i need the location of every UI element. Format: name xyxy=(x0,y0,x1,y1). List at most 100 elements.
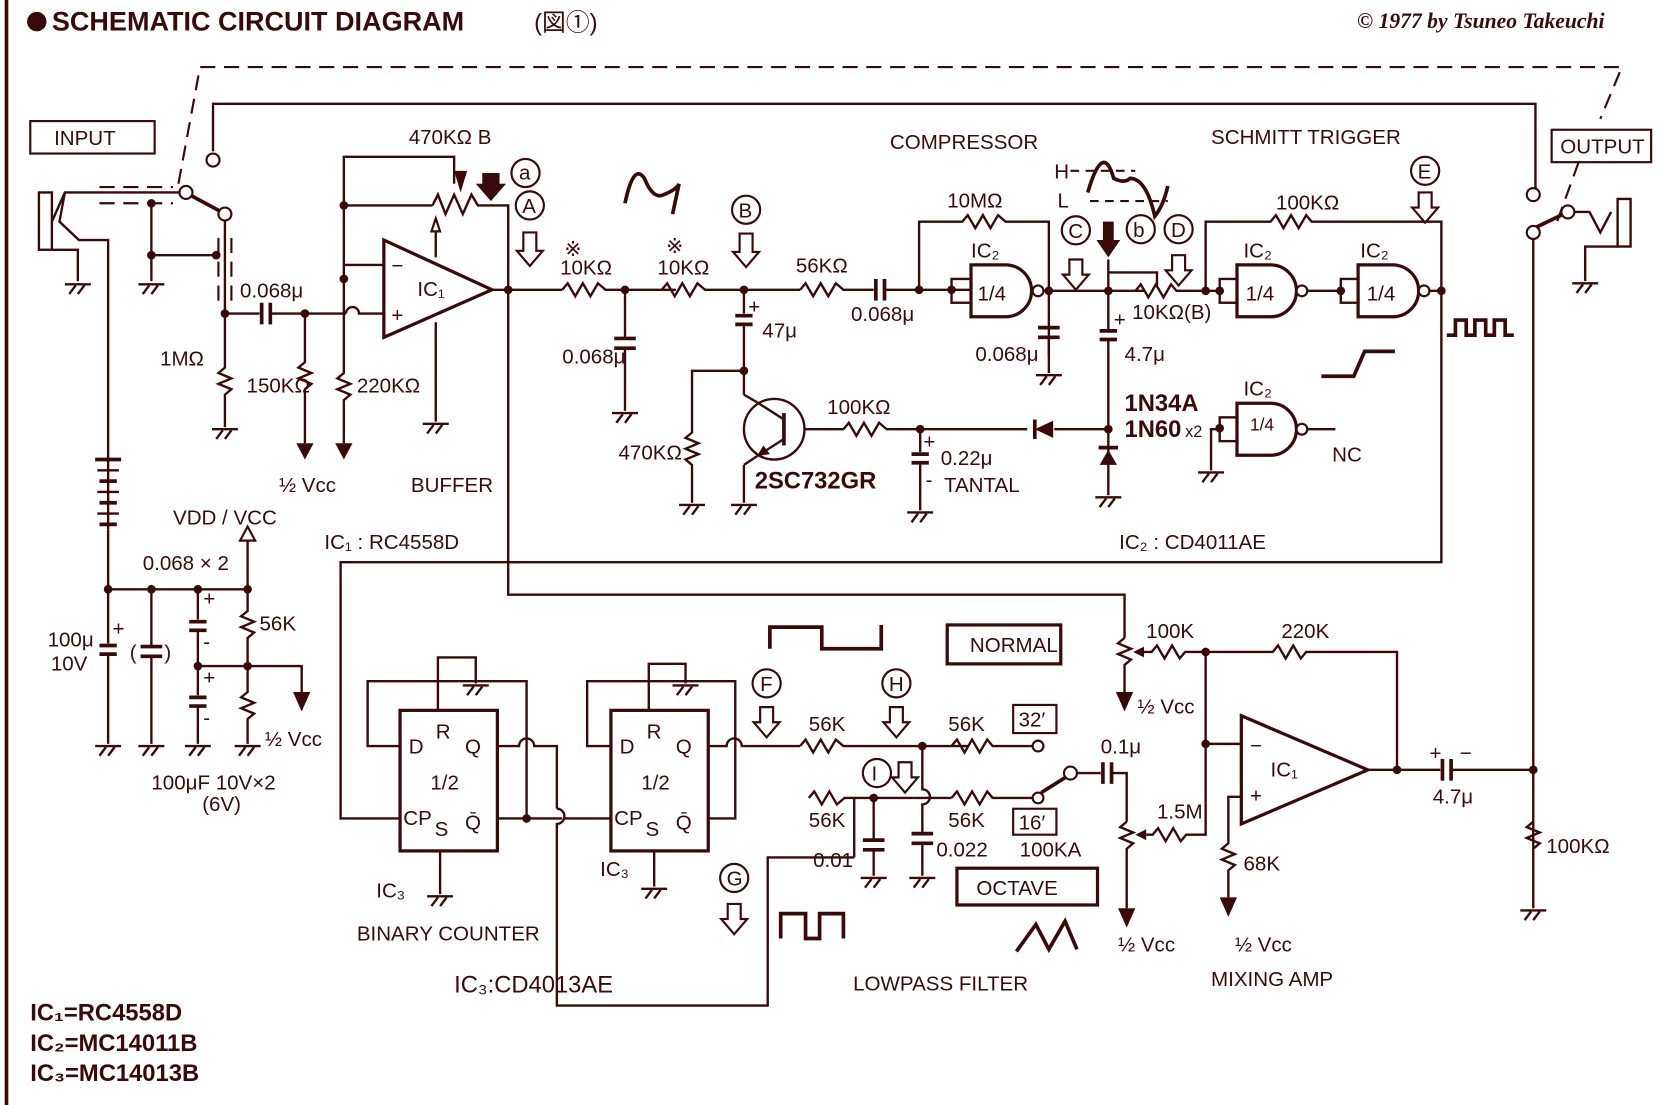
svg-text:): ) xyxy=(164,642,171,665)
ground-icon xyxy=(1572,282,1599,294)
gain-pot-wiper-arrow xyxy=(454,170,468,193)
svg-text:IC₂: IC₂ xyxy=(1243,239,1272,262)
resistor-56k xyxy=(799,280,874,299)
tantal-label: TANTAL xyxy=(944,474,1020,497)
c-100u-label: 100μ xyxy=(48,629,94,652)
svg-text:IC₃: IC₃ xyxy=(376,879,405,902)
ground-icon xyxy=(641,887,668,900)
ground-icon xyxy=(234,744,261,757)
ground-icon xyxy=(907,511,934,523)
r-220k-label: 220KΩ xyxy=(357,374,420,397)
test-point-e: E xyxy=(1409,155,1441,225)
output-jack-icon xyxy=(1616,197,1632,248)
legend-ic2: IC₂=MC14011B xyxy=(30,1030,197,1057)
sensitivity-pot[interactable] xyxy=(1134,281,1206,300)
test-point-c: C xyxy=(1060,215,1092,292)
svg-text:1/4: 1/4 xyxy=(1367,283,1396,306)
triangle-wave-icon xyxy=(1014,917,1079,954)
test-point-i: I xyxy=(861,757,921,795)
ground-icon xyxy=(95,744,122,757)
schmitt-section-label: SCHMITT TRIGGER xyxy=(1211,126,1401,149)
svg-text:CP: CP xyxy=(614,807,643,830)
nc-label: NC xyxy=(1332,444,1362,467)
svg-text:H: H xyxy=(889,673,904,696)
svg-text:+: + xyxy=(1429,742,1441,765)
ic2-label: IC₂ xyxy=(971,239,1000,262)
output-box xyxy=(1550,128,1653,164)
svg-text:+: + xyxy=(1114,309,1126,332)
svg-text:−: − xyxy=(1460,742,1472,765)
ground-icon xyxy=(427,895,454,907)
svg-text:Q̄: Q̄ xyxy=(676,811,692,834)
gain-pot[interactable] xyxy=(431,191,510,292)
svg-text:+: + xyxy=(203,587,215,610)
lpf-r3-label: 56K xyxy=(809,809,846,832)
r-10k-1-label: 10KΩ xyxy=(560,257,612,280)
ic1-mix-label: IC₁ xyxy=(1271,758,1299,781)
nand-gate-ic2-compressor: 1/4 xyxy=(947,263,1045,319)
input-switch-lever[interactable] xyxy=(190,194,221,213)
svg-text:※: ※ xyxy=(666,235,683,258)
svg-text:½ Vcc: ½ Vcc xyxy=(1138,696,1195,719)
pot-octave-label: 100KA xyxy=(1020,838,1082,861)
threshold-wave-icon xyxy=(1086,160,1170,221)
electrolytic-cap-icon xyxy=(99,643,117,656)
flip-flop-ic3-2: D R Q 1/2 CP S Q̄ xyxy=(609,708,710,853)
lpf-r1-label: 56K xyxy=(809,713,846,736)
svg-text:D: D xyxy=(620,736,635,759)
svg-text:B: B xyxy=(739,199,753,222)
mix-1m5-label: 1.5M xyxy=(1157,800,1203,823)
octave-switch-lever[interactable] xyxy=(1040,774,1069,795)
electrolytic-cap-icon xyxy=(1440,759,1453,781)
half-vcc-label: ½ Vcc xyxy=(279,474,336,497)
c-01u-label: 0.1μ xyxy=(1101,736,1141,759)
svg-text:L: L xyxy=(1058,190,1069,213)
svg-text:-: - xyxy=(926,469,933,492)
svg-text:−: − xyxy=(391,254,403,277)
svg-text:-: - xyxy=(203,706,210,729)
ground-icon xyxy=(462,684,489,696)
ground-icon xyxy=(1095,496,1122,508)
svg-text:32′: 32′ xyxy=(1019,709,1046,732)
switch-contact xyxy=(1525,187,1541,203)
ground-icon xyxy=(138,283,165,295)
capacitor-icon xyxy=(911,831,934,846)
r-1m-label: 1MΩ xyxy=(160,347,204,370)
electrolytic-cap-icon xyxy=(189,619,207,633)
flip-flop-ic3-1: D R Q 1/2 CP S Q̄ xyxy=(398,708,500,853)
svg-text:E: E xyxy=(1418,160,1432,183)
capacitor-icon xyxy=(862,838,885,852)
r-56k-div-label: 56K xyxy=(260,612,297,635)
octave-switch-pivot[interactable] xyxy=(1062,765,1079,781)
resistor-1m xyxy=(215,313,235,428)
c-47u-label: 47μ xyxy=(762,319,797,342)
svg-text:※: ※ xyxy=(564,238,581,261)
output-switch-lever[interactable] xyxy=(1535,212,1565,229)
svg-text:16′: 16′ xyxy=(1019,811,1046,834)
battery-icon xyxy=(95,457,122,527)
hysteresis-icon xyxy=(1321,349,1395,379)
c-in-label: 0.068μ xyxy=(240,279,303,302)
test-point-g: G xyxy=(718,862,750,936)
input-label: INPUT xyxy=(54,127,116,150)
ground-icon xyxy=(64,283,91,295)
c-supply-label: 0.068 × 2 xyxy=(143,552,229,575)
page-title: SCHEMATIC CIRCUIT DIAGRAM xyxy=(52,6,464,36)
ic1-part-label: IC₁ : RC4558D xyxy=(324,531,459,554)
pot-10k-label: 10KΩ(B) xyxy=(1132,301,1211,324)
input-switch-pivot[interactable] xyxy=(178,184,194,201)
pulse-wave-icon xyxy=(778,911,846,941)
svg-text:1/4: 1/4 xyxy=(977,283,1006,306)
svg-text:I: I xyxy=(872,763,878,786)
svg-text:½ Vcc: ½ Vcc xyxy=(1118,933,1175,956)
c-out-label: 4.7μ xyxy=(1433,785,1473,808)
square-wave-icon xyxy=(1446,318,1514,338)
title-bullet-icon xyxy=(27,11,47,32)
r-470k-label: 470KΩ xyxy=(618,442,681,465)
svg-text:1/4: 1/4 xyxy=(1250,414,1274,434)
svg-text:IC₂: IC₂ xyxy=(1243,378,1272,401)
c-coupling-label: 0.068μ xyxy=(851,303,914,326)
r-100k-base-label: 100KΩ xyxy=(827,396,890,419)
ground-icon xyxy=(860,876,887,889)
